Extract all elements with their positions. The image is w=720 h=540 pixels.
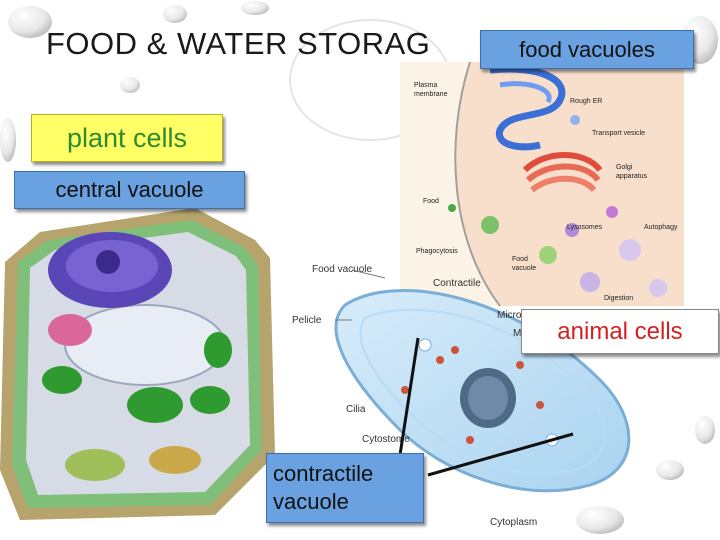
- golgi-shape: [522, 152, 603, 193]
- label-plasma-1: Plasma: [414, 82, 437, 89]
- callout-food-vacuoles-text: food vacuoles: [519, 37, 655, 62]
- label-food-vacuole-1: Food: [512, 256, 528, 263]
- callout-food-vacuoles: food vacuoles: [480, 30, 694, 69]
- rough-er-shape: [489, 65, 566, 151]
- label-lysosomes: Lysosomes: [567, 224, 603, 231]
- label-pelicle: Pelicle: [292, 315, 322, 326]
- label-food-vacuole: Food vacuole: [312, 264, 372, 275]
- callout-central-vacuole-text: central vacuole: [55, 177, 204, 202]
- slide-title: FOOD & WATER STORAG: [46, 26, 431, 61]
- callout-plant-cells: plant cells: [31, 114, 223, 162]
- paramecium-labels: Food vacuole Contractile Pelicle Micro M…: [292, 264, 537, 528]
- label-food-vacuole-2: vacuole: [512, 265, 536, 272]
- paramecium-illustration: [334, 289, 631, 493]
- callout-animal-cells: animal cells: [521, 309, 719, 354]
- label-phagocytosis: Phagocytosis: [416, 248, 458, 255]
- label-autophagy: Autophagy: [644, 224, 678, 231]
- label-digestion: Digestion: [604, 295, 633, 302]
- label-golgi-2: apparatus: [616, 173, 648, 180]
- label-transport-vesicle: Transport vesicle: [592, 130, 645, 137]
- label-cytostome: Cytostome: [362, 434, 410, 445]
- contractile-pointer-lines: [398, 337, 574, 477]
- label-contractile: Contractile: [433, 278, 481, 289]
- label-cytoplasm: Cytoplasm: [490, 517, 537, 528]
- label-rough-er: Rough ER: [570, 98, 602, 105]
- endomembrane-labels: Plasma membrane Rough ER Transport vesic…: [414, 82, 678, 302]
- label-plasma-2: membrane: [414, 91, 448, 98]
- callout-central-vacuole: central vacuole: [14, 171, 245, 209]
- label-food: Food: [423, 198, 439, 205]
- callout-contractile-line1: contractile: [273, 461, 374, 486]
- callout-plant-cells-text: plant cells: [66, 123, 188, 153]
- label-golgi-1: Golgi: [616, 164, 633, 171]
- label-m: M: [513, 328, 521, 339]
- callout-animal-cells-text: animal cells: [557, 318, 683, 345]
- callout-contractile-vacuole: contractile vacuole: [266, 453, 424, 523]
- plant-cell-illustration: [0, 208, 275, 520]
- label-cilia: Cilia: [346, 404, 366, 415]
- endomembrane-diagram: [400, 61, 684, 307]
- label-micro: Micro: [497, 310, 522, 321]
- callout-contractile-line2: vacuole: [273, 489, 349, 514]
